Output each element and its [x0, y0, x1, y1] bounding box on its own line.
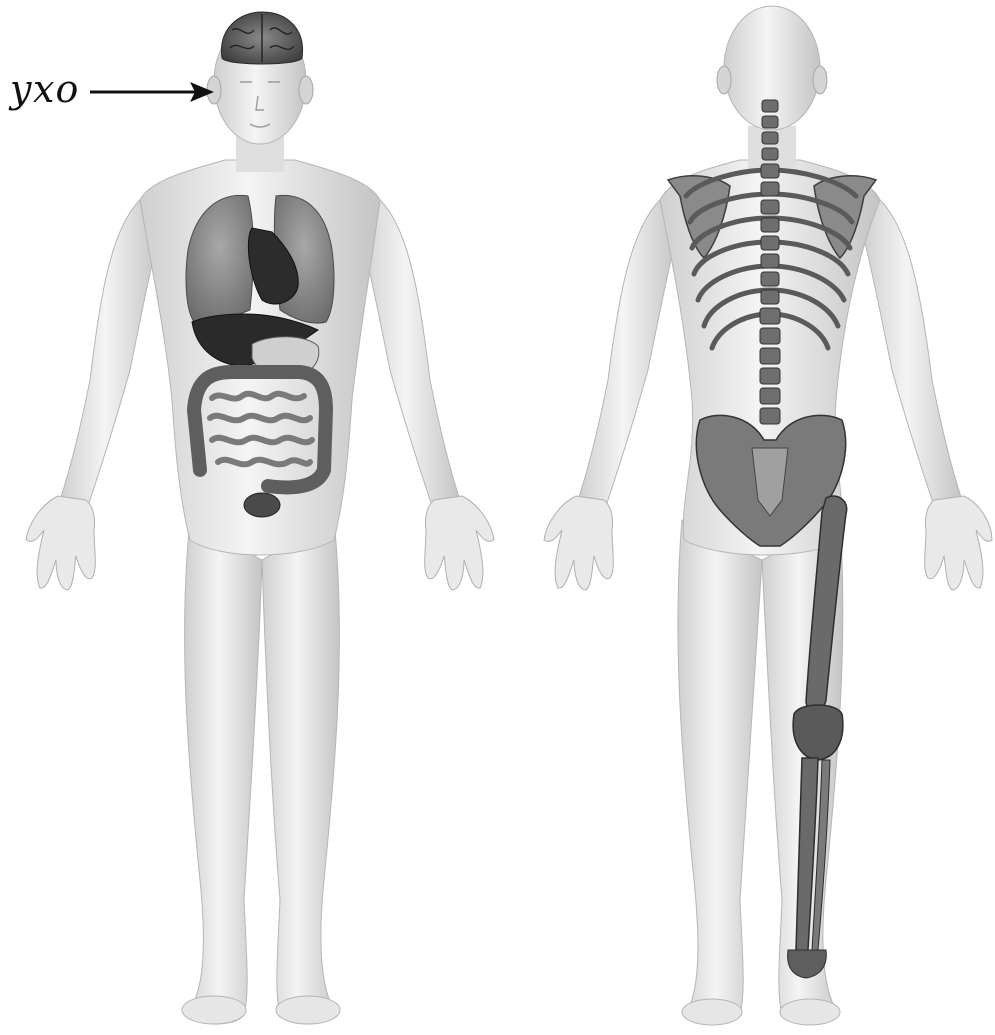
back-left-leg [678, 520, 762, 1024]
spine [760, 100, 780, 424]
front-right-arm [360, 200, 460, 512]
back-right-foot [780, 999, 840, 1025]
front-left-arm [60, 200, 160, 512]
back-left-foot [682, 999, 742, 1025]
back-left-arm [578, 200, 678, 512]
ear-annotation: ухо [8, 67, 214, 111]
front-right-leg [262, 520, 339, 1024]
back-left-ear [717, 66, 731, 94]
front-left-foot [182, 996, 246, 1024]
front-left-leg [185, 520, 262, 1024]
ear-label: ухо [8, 67, 79, 111]
front-left-hand [26, 496, 95, 590]
bladder [244, 493, 280, 517]
front-right-foot [276, 996, 340, 1024]
back-left-hand [544, 496, 613, 590]
front-figure [26, 12, 494, 1024]
back-figure [544, 6, 992, 1025]
back-right-ear [813, 66, 827, 94]
back-right-arm [862, 200, 962, 512]
front-right-hand [425, 496, 494, 590]
front-right-ear [299, 76, 313, 104]
back-right-hand [925, 496, 992, 590]
